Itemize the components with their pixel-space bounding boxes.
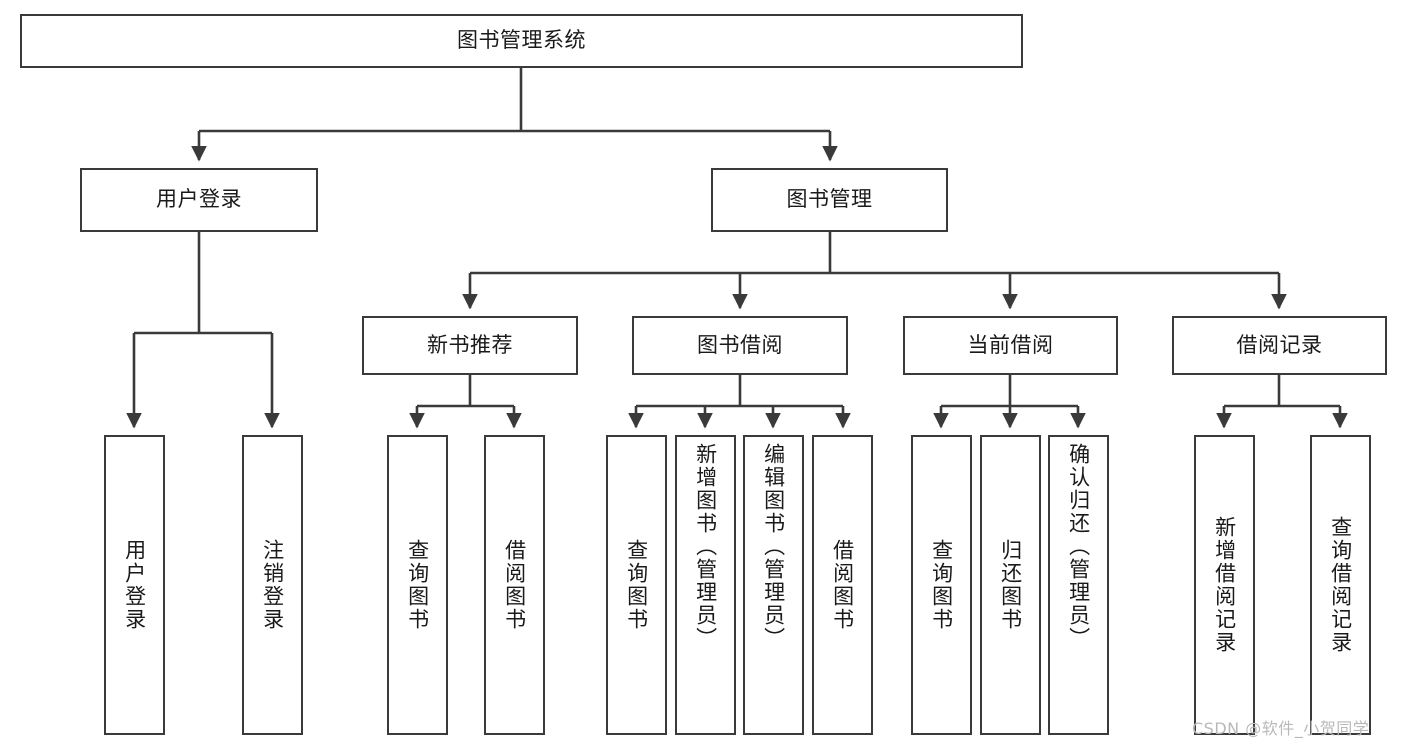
leaf-br-query-record-label: 查询借阅记录 — [1328, 516, 1353, 654]
node-borrow-record-label: 借阅记录 — [1236, 332, 1323, 357]
node-book-management-label: 图书管理 — [786, 187, 873, 212]
node-book-borrow-label: 图书借阅 — [697, 332, 783, 357]
leaf-br-add-record-label: 新增借阅记录 — [1212, 516, 1237, 654]
leaf-cb-confirm-return-admin[interactable]: 确认归还（管理员） — [1048, 435, 1109, 735]
leaf-cb-return-book-label: 归还图书 — [998, 539, 1023, 631]
leaf-bb-borrow-book-label: 借阅图书 — [830, 539, 855, 631]
leaf-bb-edit-book-admin-label: 编辑图书（管理员） — [761, 443, 786, 650]
node-root-label: 图书管理系统 — [457, 28, 586, 53]
leaf-cb-confirm-return-admin-label: 确认归还（管理员） — [1066, 443, 1091, 650]
leaf-br-query-record[interactable]: 查询借阅记录 — [1310, 435, 1371, 735]
node-book-management[interactable]: 图书管理 — [711, 168, 948, 232]
node-new-book-recommend-label: 新书推荐 — [427, 332, 513, 357]
node-root-book-management-system[interactable]: 图书管理系统 — [20, 14, 1023, 68]
leaf-bb-edit-book-admin[interactable]: 编辑图书（管理员） — [743, 435, 804, 735]
leaf-user-login-label: 用户登录 — [122, 539, 147, 631]
leaf-cb-query-book[interactable]: 查询图书 — [911, 435, 972, 735]
node-user-login-label: 用户登录 — [156, 187, 242, 212]
leaf-nb-query-book-label: 查询图书 — [405, 539, 430, 631]
leaf-bb-add-book-admin[interactable]: 新增图书（管理员） — [675, 435, 736, 735]
leaf-logout[interactable]: 注销登录 — [242, 435, 303, 735]
leaf-user-login[interactable]: 用户登录 — [104, 435, 165, 735]
node-borrow-record[interactable]: 借阅记录 — [1172, 316, 1387, 375]
leaf-nb-borrow-book-label: 借阅图书 — [502, 539, 527, 631]
leaf-logout-label: 注销登录 — [260, 539, 285, 631]
node-current-borrow[interactable]: 当前借阅 — [903, 316, 1118, 375]
leaf-br-add-record[interactable]: 新增借阅记录 — [1194, 435, 1255, 735]
leaf-bb-query-book[interactable]: 查询图书 — [606, 435, 667, 735]
leaf-nb-query-book[interactable]: 查询图书 — [387, 435, 448, 735]
leaf-cb-query-book-label: 查询图书 — [929, 539, 954, 631]
leaf-nb-borrow-book[interactable]: 借阅图书 — [484, 435, 545, 735]
node-book-borrow[interactable]: 图书借阅 — [632, 316, 848, 375]
node-new-book-recommend[interactable]: 新书推荐 — [362, 316, 578, 375]
leaf-bb-borrow-book[interactable]: 借阅图书 — [812, 435, 873, 735]
leaf-bb-add-book-admin-label: 新增图书（管理员） — [693, 443, 718, 650]
leaf-bb-query-book-label: 查询图书 — [624, 539, 649, 631]
leaf-cb-return-book[interactable]: 归还图书 — [980, 435, 1041, 735]
node-user-login[interactable]: 用户登录 — [80, 168, 318, 232]
node-current-borrow-label: 当前借阅 — [967, 332, 1054, 357]
